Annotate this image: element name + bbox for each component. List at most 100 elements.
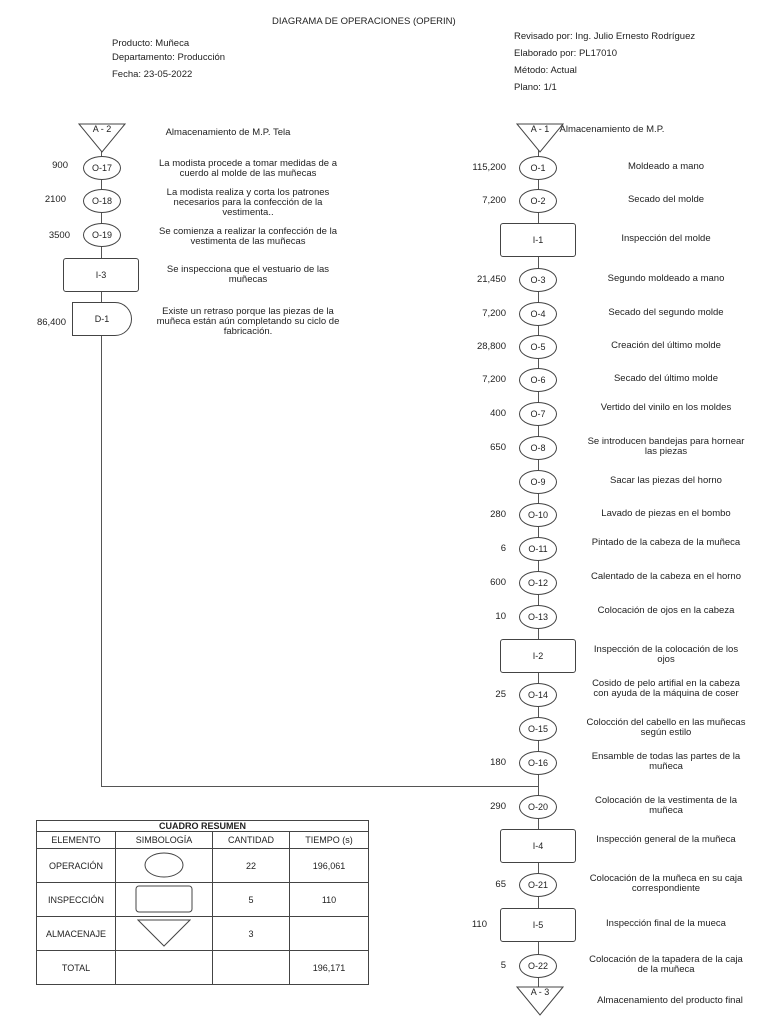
elemento-cell: INSPECCIÓN bbox=[36, 882, 116, 917]
tiempo-cell: 196,061 bbox=[289, 848, 369, 883]
step-time: 7,200 bbox=[482, 308, 506, 319]
tiempo-cell: 110 bbox=[289, 882, 369, 917]
triangle-icon bbox=[78, 123, 126, 153]
step-desc: Se comienza a realizar la confección de … bbox=[159, 226, 337, 247]
operation-symbol: O-5 bbox=[519, 335, 557, 359]
step-time: 6 bbox=[500, 543, 506, 554]
step-desc: Colocción del cabello en las muñecas seg… bbox=[586, 717, 746, 738]
storage-triangle-a1: A - 1 bbox=[516, 123, 564, 153]
column-header: CANTIDAD bbox=[212, 831, 290, 849]
triangle-icon bbox=[516, 123, 564, 153]
symbol-cell bbox=[115, 916, 213, 951]
operation-symbol: O-9 bbox=[519, 470, 557, 494]
step-time: 650 bbox=[490, 442, 506, 453]
step-desc: Colocación de la muñeca en su caja corre… bbox=[589, 873, 743, 894]
operation-symbol: O-1 bbox=[519, 156, 557, 180]
step-desc: Lavado de piezas en el bombo bbox=[601, 508, 731, 519]
elemento-cell: TOTAL bbox=[36, 950, 116, 985]
step-desc: Colocación de ojos en la cabeza bbox=[597, 605, 735, 616]
step-time: 3500 bbox=[48, 230, 70, 241]
table-row: TOTAL 196,171 bbox=[36, 950, 369, 985]
step-time: 110 bbox=[471, 919, 487, 930]
step-desc: Secado del segundo molde bbox=[608, 307, 724, 318]
operation-symbol: O-20 bbox=[519, 795, 557, 819]
step-desc: Secado del molde bbox=[627, 194, 705, 205]
storage-code: A - 1 bbox=[530, 124, 550, 134]
summary-title: CUADRO RESUMEN bbox=[36, 820, 369, 832]
right-flow-line bbox=[538, 135, 539, 990]
step-time: 280 bbox=[490, 509, 506, 520]
step-time: 65 bbox=[495, 879, 506, 890]
tiempo-cell bbox=[289, 916, 369, 951]
step-desc: Se introducen bandejas para hornear las … bbox=[587, 436, 745, 457]
step-desc: Inspección general de la muñeca bbox=[596, 834, 736, 845]
step-desc: Segundo moldeado a mano bbox=[607, 273, 725, 284]
tiempo-cell: 196,171 bbox=[289, 950, 369, 985]
step-time: 21,450 bbox=[476, 274, 506, 285]
step-desc: La modista procede a tomar medidas de a … bbox=[159, 158, 337, 179]
inspection-symbol: I-1 bbox=[500, 223, 576, 257]
operation-symbol: O-4 bbox=[519, 302, 557, 326]
operation-symbol: O-14 bbox=[519, 683, 557, 707]
step-time: 900 bbox=[52, 160, 68, 171]
circle-icon bbox=[144, 852, 184, 877]
operation-symbol: O-12 bbox=[519, 571, 557, 595]
cantidad-cell bbox=[212, 950, 290, 985]
rectangle-icon bbox=[135, 885, 193, 912]
operation-symbol: O-8 bbox=[519, 436, 557, 460]
delay-symbol: D-1 bbox=[72, 302, 132, 336]
cantidad-cell: 5 bbox=[212, 882, 290, 917]
step-desc: Se inspecciona que el vestuario de las m… bbox=[166, 264, 330, 285]
operation-symbol: O-3 bbox=[519, 268, 557, 292]
storage-desc: Almacenamiento de M.P. bbox=[559, 124, 665, 135]
elaborado-label: Elaborado por: PL17010 bbox=[514, 48, 617, 59]
step-desc: Inspección final de la mueca bbox=[606, 918, 726, 929]
operation-symbol: O-7 bbox=[519, 402, 557, 426]
elemento-cell: ALMACENAJE bbox=[36, 916, 116, 951]
step-desc: Colocación de la tapadera de la caja de … bbox=[589, 954, 743, 975]
step-desc: La modista realiza y corta los patrones … bbox=[166, 187, 330, 218]
operation-symbol: O-15 bbox=[519, 717, 557, 741]
triangle-icon bbox=[136, 919, 192, 947]
producto-label: Producto: Muñeca bbox=[112, 38, 190, 49]
plano-label: Plano: 1/1 bbox=[514, 82, 557, 93]
cantidad-cell: 3 bbox=[212, 916, 290, 951]
step-desc: Secado del último molde bbox=[613, 373, 719, 384]
operation-symbol: O-2 bbox=[519, 189, 557, 213]
step-desc: Cosido de pelo artifial en la cabeza con… bbox=[592, 678, 740, 699]
left-return-line bbox=[101, 335, 102, 786]
operation-symbol: O-6 bbox=[519, 368, 557, 392]
storage-triangle-a3: A - 3 bbox=[516, 986, 564, 1016]
step-desc: Colocación de la vestimenta de la muñeca bbox=[594, 795, 738, 816]
step-time: 86,400 bbox=[36, 317, 66, 328]
cantidad-cell: 22 bbox=[212, 848, 290, 883]
triangle-icon bbox=[516, 986, 564, 1016]
table-row: ALMACENAJE 3 bbox=[36, 916, 369, 951]
fecha-label: Fecha: 23-05-2022 bbox=[112, 69, 193, 80]
operation-symbol: O-11 bbox=[519, 537, 557, 561]
step-desc: Vertido del vinilo en los moldes bbox=[600, 402, 732, 413]
symbol-cell bbox=[115, 848, 213, 883]
elemento-cell: OPERACIÓN bbox=[36, 848, 116, 883]
inspection-symbol: I-2 bbox=[500, 639, 576, 673]
operation-symbol: O-10 bbox=[519, 503, 557, 527]
inspection-symbol: I-4 bbox=[500, 829, 576, 863]
operation-symbol: O-16 bbox=[519, 751, 557, 775]
storage-desc: Almacenamiento del producto final bbox=[597, 995, 743, 1006]
page-title: DIAGRAMA DE OPERACIONES (OPERIN) bbox=[272, 16, 456, 27]
step-time: 2100 bbox=[44, 194, 66, 205]
step-desc: Existe un retraso porque las piezas de l… bbox=[156, 306, 340, 337]
step-time: 7,200 bbox=[482, 374, 506, 385]
step-time: 400 bbox=[490, 408, 506, 419]
step-time: 28,800 bbox=[476, 341, 506, 352]
storage-code: A - 3 bbox=[530, 987, 550, 997]
table-row: OPERACIÓN 22 196,061 bbox=[36, 848, 369, 883]
step-desc: Inspección de la colocación de los ojos bbox=[593, 644, 739, 665]
step-time: 180 bbox=[490, 757, 506, 768]
step-time: 7,200 bbox=[482, 195, 506, 206]
metodo-label: Método: Actual bbox=[514, 65, 577, 76]
step-desc: Calentado de la cabeza en el horno bbox=[590, 571, 741, 582]
storage-desc: Almacenamiento de M.P. Tela bbox=[165, 127, 291, 138]
column-header: TIEMPO (s) bbox=[289, 831, 369, 849]
inspection-symbol: I-3 bbox=[63, 258, 139, 292]
